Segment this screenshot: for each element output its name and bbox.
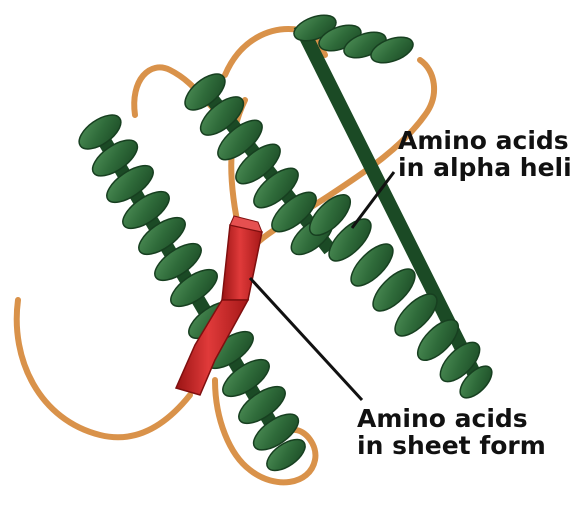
sheet-strand bbox=[222, 225, 262, 300]
sheet-form-label: Amino acids in sheet form bbox=[357, 405, 546, 459]
coil-segment bbox=[17, 300, 190, 437]
sheet-form-label-line2: in sheet form bbox=[357, 432, 546, 459]
sheet-form-label-line1: Amino acids bbox=[357, 405, 546, 432]
alpha-helix-label-line1: Amino acids bbox=[398, 127, 572, 154]
alpha-helix-right bbox=[291, 10, 498, 403]
alpha-helix-label-line2: in alpha heli bbox=[398, 154, 572, 181]
alpha-helix-label: Amino acids in alpha heli bbox=[398, 127, 572, 181]
sheet-leader-line bbox=[250, 278, 362, 400]
